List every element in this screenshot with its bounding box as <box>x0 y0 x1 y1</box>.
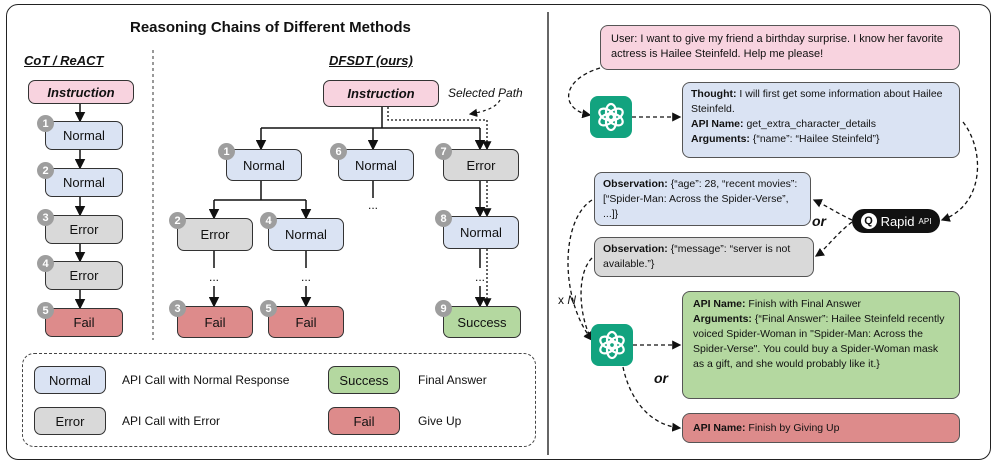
dfsdt-node-1: Normal <box>226 149 302 181</box>
dfsdt-node-3: Fail <box>177 306 253 338</box>
ellipsis-6: ... <box>368 198 379 212</box>
ellipsis-4: ... <box>301 270 312 284</box>
thought-text: I will first get some information about … <box>691 88 943 115</box>
ellipsis-2: ... <box>209 270 220 284</box>
legend-box <box>22 353 536 447</box>
dfsdt-node-5: Fail <box>268 306 344 338</box>
dfsdt-header: DFSDT (ours) <box>329 53 413 68</box>
give-up-box: API Name: Finish by Giving Up <box>682 413 960 443</box>
dfsdt-node-8: Normal <box>443 216 519 249</box>
dfsdt-node-4: Normal <box>268 218 344 251</box>
repeat-n: N <box>567 293 577 307</box>
arguments-text: {“name”: “Hailee Steinfeld”} <box>752 133 880 145</box>
thought-label: Thought: <box>691 88 737 100</box>
cot-step-2-badge: 2 <box>37 162 54 179</box>
dfsdt-badge-2: 2 <box>169 212 186 229</box>
api-name-text: get_extra_character_details <box>746 118 877 130</box>
dfsdt-badge-6: 6 <box>330 143 347 160</box>
cot-header: CoT / ReACT <box>24 53 104 68</box>
or-label-2: or <box>654 370 668 386</box>
cot-step-5-badge: 5 <box>37 302 54 319</box>
legend-fail-chip: Fail <box>328 407 400 435</box>
rapidapi-icon: Q <box>860 213 877 229</box>
observation-2-text: {“message”: “server is not available.”} <box>603 243 791 270</box>
figure-frame <box>6 4 991 460</box>
dfsdt-badge-5: 5 <box>260 300 277 317</box>
giveup-api-label: API Name: <box>693 422 746 434</box>
legend-fail-text: Give Up <box>418 414 462 428</box>
observation-1-text: {“age”: 28, “recent movies”: [“Spider-Ma… <box>603 178 798 220</box>
rapidapi-text: Rapid <box>880 213 915 229</box>
dfsdt-node-7: Error <box>443 149 519 181</box>
observation-error-box: Observation: {“message”: “server is not … <box>594 237 814 277</box>
or-label-1: or <box>812 213 826 229</box>
dfsdt-badge-1: 1 <box>218 143 235 160</box>
legend-error-text: API Call with Error <box>122 414 221 428</box>
repeat-x: x <box>558 293 564 307</box>
final-args-text: {“Final Answer”: Hailee Steinfeld recent… <box>693 313 945 370</box>
openai-icon <box>590 96 632 138</box>
giveup-api-text: Finish by Giving Up <box>745 422 840 434</box>
observation-2-label: Observation: <box>603 243 668 255</box>
cot-step-2-node: Normal <box>45 168 123 197</box>
dfsdt-badge-8: 8 <box>435 210 452 227</box>
final-args-label: Arguments: <box>693 313 752 325</box>
dfsdt-node-2: Error <box>177 218 253 251</box>
thought-box: Thought: I will first get some informati… <box>682 82 960 158</box>
cot-step-1-node: Normal <box>45 121 123 150</box>
cot-step-4-node: Error <box>45 261 123 290</box>
dfsdt-badge-9: 9 <box>435 300 452 317</box>
rapidapi-suffix: API <box>918 216 932 226</box>
final-api-text: Finish with Final Answer <box>745 298 862 310</box>
dfsdt-badge-7: 7 <box>435 143 452 160</box>
legend-normal-chip: Normal <box>34 366 106 394</box>
final-api-label: API Name: <box>693 298 746 310</box>
ellipsis-8: ... <box>475 270 486 284</box>
legend-normal-text: API Call with Normal Response <box>122 373 290 387</box>
dfsdt-node-9: Success <box>443 306 521 338</box>
user-message-box: User: I want to give my friend a birthda… <box>600 25 960 70</box>
dfsdt-instruction-node: Instruction <box>323 80 439 107</box>
cot-instruction-node: Instruction <box>28 80 134 104</box>
arguments-label: Arguments: <box>691 133 750 145</box>
openai-icon-2 <box>591 324 633 366</box>
observation-1-label: Observation: <box>603 178 668 190</box>
dfsdt-badge-4: 4 <box>260 212 277 229</box>
cot-step-3-badge: 3 <box>37 209 54 226</box>
observation-success-box: Observation: {“age”: 28, “recent movies”… <box>594 172 811 226</box>
selected-path-label: Selected Path <box>448 86 523 100</box>
cot-step-1-badge: 1 <box>37 115 54 132</box>
dfsdt-node-6: Normal <box>338 149 414 181</box>
dfsdt-badge-3: 3 <box>169 300 186 317</box>
legend-error-chip: Error <box>34 407 106 435</box>
cot-step-3-node: Error <box>45 215 123 244</box>
cot-step-5-node: Fail <box>45 308 123 337</box>
legend-success-text: Final Answer <box>418 373 487 387</box>
legend-success-chip: Success <box>328 366 400 394</box>
api-name-label: API Name: <box>691 118 744 130</box>
figure-title: Reasoning Chains of Different Methods <box>130 19 411 36</box>
final-answer-box: API Name: Finish with Final Answer Argum… <box>682 291 960 399</box>
repeat-n-label: x N <box>558 293 576 307</box>
cot-step-4-badge: 4 <box>37 255 54 272</box>
